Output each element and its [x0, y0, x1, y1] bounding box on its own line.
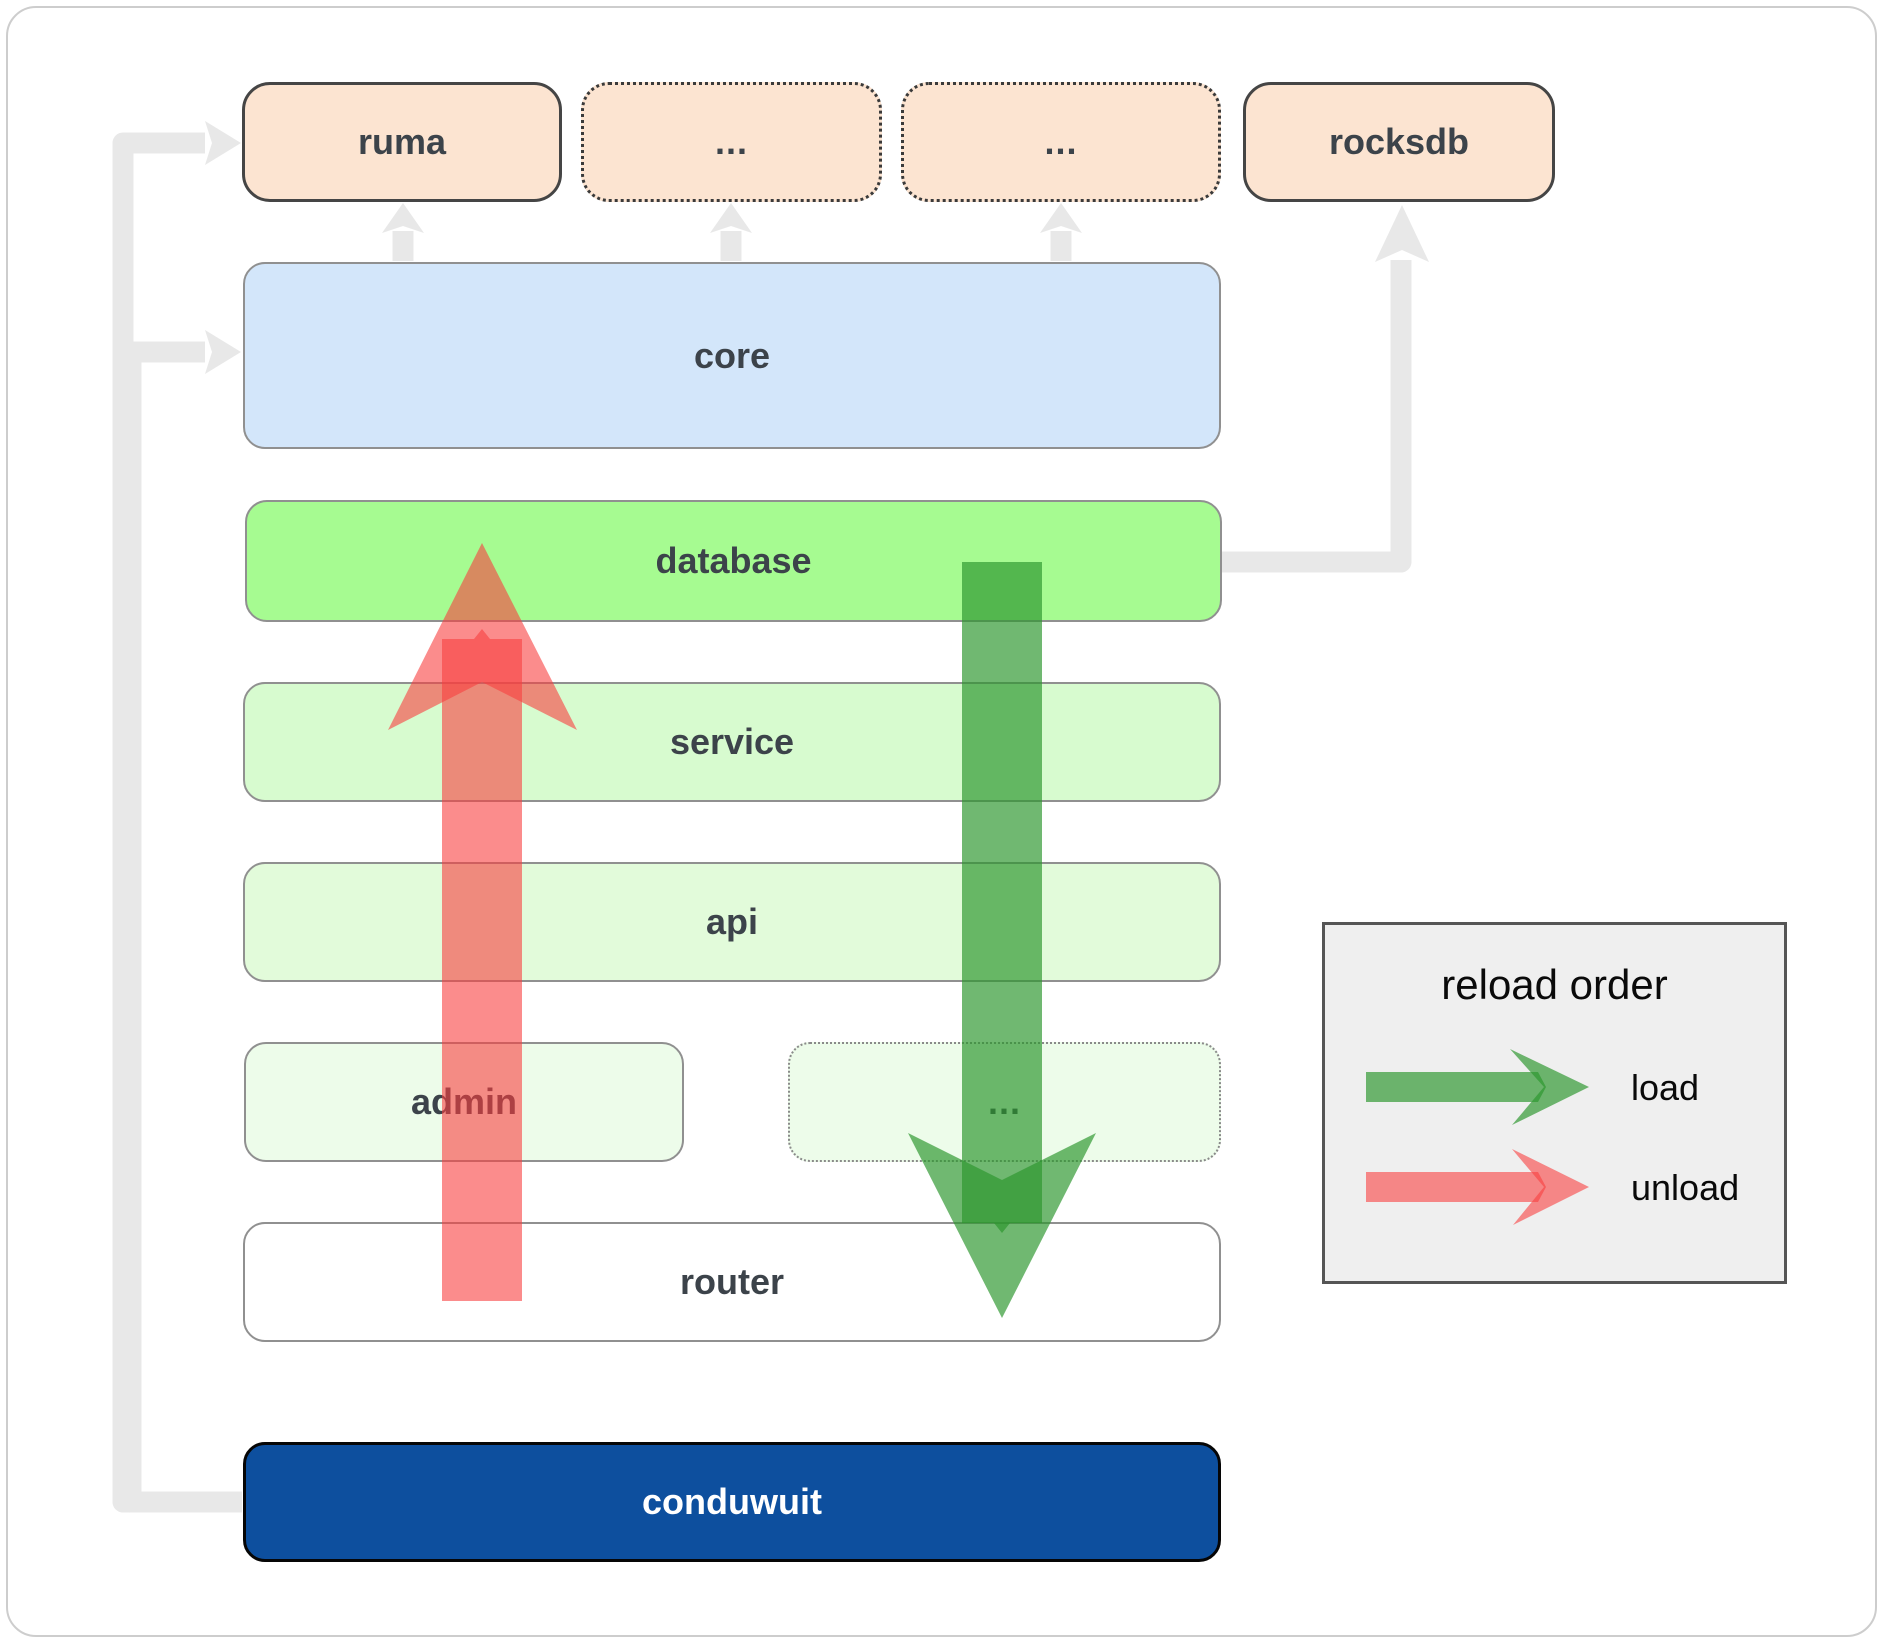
- arrowhead-core-ruma-icon: [382, 203, 424, 233]
- box-database-label: database: [655, 540, 812, 581]
- legend-unload-label: unload: [1631, 1167, 1740, 1208]
- box-router-label: router: [679, 1261, 784, 1302]
- arrowhead-into-rocksdb-icon: [1375, 205, 1429, 262]
- arrowhead-into-core-icon: [205, 330, 241, 374]
- legend-title: reload order: [1441, 961, 1668, 1008]
- legend: reload order load unload: [1322, 922, 1787, 1284]
- box-api-label: api: [705, 901, 758, 942]
- box-admin-label: admin: [410, 1081, 517, 1122]
- box-database: database: [245, 500, 1222, 622]
- box-conduwuit: conduwuit: [243, 1442, 1221, 1562]
- box-module-ellipsis-label: ...: [987, 1081, 1021, 1122]
- box-api: api: [243, 862, 1221, 982]
- box-core-label: core: [693, 334, 771, 376]
- box-rocksdb: rocksdb: [1243, 82, 1555, 202]
- database-to-rocksdb-connector: [1221, 260, 1412, 573]
- box-core: core: [243, 262, 1221, 449]
- legend-load-arrow-icon: [1366, 1049, 1589, 1125]
- legend-unload-arrow-icon: [1366, 1149, 1589, 1225]
- legend-load-label: load: [1631, 1067, 1700, 1108]
- box-dependency-ellipsis-2: ...: [901, 82, 1221, 202]
- box-dependency-ellipsis-2-label: ...: [1044, 121, 1078, 162]
- arrowhead-core-dots1-icon: [710, 203, 752, 233]
- conduwuit-to-core-connector: [120, 341, 242, 1513]
- legend-arrow-icons: [1366, 1049, 1589, 1225]
- box-ruma: ruma: [242, 82, 562, 202]
- box-dependency-ellipsis-1-label: ...: [714, 121, 748, 162]
- arrowhead-core-dots2-icon: [1040, 203, 1082, 233]
- box-module-ellipsis: ...: [788, 1042, 1221, 1162]
- box-ruma-label: ruma: [357, 121, 447, 162]
- box-conduwuit-label: conduwuit: [642, 1481, 822, 1522]
- box-dependency-ellipsis-1: ...: [581, 82, 882, 202]
- arrowhead-into-ruma-icon: [205, 121, 241, 165]
- box-admin: admin: [244, 1042, 684, 1162]
- box-service-label: service: [669, 721, 795, 762]
- box-rocksdb-label: rocksdb: [1328, 121, 1470, 162]
- box-service: service: [243, 682, 1221, 802]
- box-router: router: [243, 1222, 1221, 1342]
